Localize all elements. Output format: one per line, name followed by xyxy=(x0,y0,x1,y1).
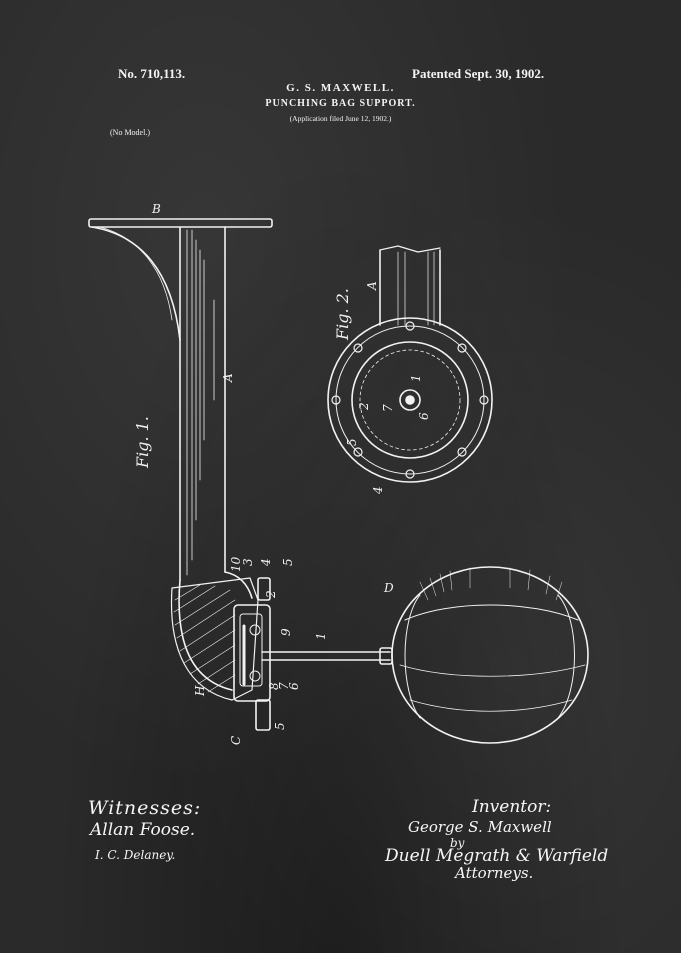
top-screw xyxy=(257,577,271,601)
ref-label: 1 xyxy=(314,632,328,640)
ref-label: 6 xyxy=(287,682,301,690)
flange-inner xyxy=(335,325,485,475)
ref-label: 2 xyxy=(357,402,371,411)
joint-ring-top xyxy=(249,624,261,636)
witness-signature-1: Allan Foose. xyxy=(90,820,196,840)
ref-label: 9 xyxy=(279,628,293,636)
application-date: (Application filed June 12, 1902.) xyxy=(289,114,392,123)
ref-label: 1 xyxy=(409,374,423,382)
ref-label: 6 xyxy=(417,412,431,420)
inventor-label: Inventor: xyxy=(472,797,552,817)
plate-rim xyxy=(351,341,469,459)
figure-1: B A 10 3 4 2 5 9 1 8 7 6 5 H C D Fig. 1. xyxy=(88,202,589,745)
bearing-inner xyxy=(239,613,263,687)
center-bolt xyxy=(405,395,415,405)
patent-title: PUNCHING BAG SUPPORT. xyxy=(265,98,416,109)
ref-label: A xyxy=(365,281,379,291)
ceiling-plate xyxy=(88,218,273,228)
ref-label: 8 xyxy=(267,682,281,690)
ref-label: 7 xyxy=(381,404,395,412)
fig2-caption: Fig. 2. xyxy=(333,288,352,341)
bearing-housing xyxy=(233,604,271,702)
ref-label: 10 xyxy=(229,556,243,572)
witness-signature-2: I. C. Delaney. xyxy=(95,848,176,862)
ref-label: B xyxy=(151,202,161,216)
plate-dashed xyxy=(359,349,461,451)
fig2-labels: A 1 2 7 6 5 4 Fig. 2. xyxy=(333,281,431,495)
fig1-caption: Fig. 1. xyxy=(133,416,152,469)
ref-label: 7 xyxy=(277,682,291,690)
witnesses-label: Witnesses: xyxy=(88,797,202,819)
by-word: by xyxy=(450,836,465,850)
ref-label: 2 xyxy=(264,590,278,599)
ref-label: 3 xyxy=(241,558,255,566)
elbow-section xyxy=(170,577,259,701)
flange-outer xyxy=(327,317,493,483)
attorneys-label: Attorneys. xyxy=(455,864,534,882)
fig1-labels: B A 10 3 4 2 5 9 1 8 7 6 5 H C D Fig. 1. xyxy=(133,202,394,745)
ref-label: 5 xyxy=(345,438,359,446)
shaft-collar xyxy=(379,647,393,665)
center-hub xyxy=(399,389,421,411)
bracket-curve-inner xyxy=(99,226,173,321)
tube-shading xyxy=(186,229,215,576)
ref-label: C xyxy=(229,736,243,745)
ref-label: H xyxy=(193,685,207,697)
ref-label: 5 xyxy=(281,558,295,566)
model-note: (No Model.) xyxy=(110,128,150,137)
inventor-caps: G. S. MAXWELL. xyxy=(286,82,395,94)
punching-bag xyxy=(391,566,589,744)
joint-ring-bottom xyxy=(249,670,261,682)
elbow-outer xyxy=(178,579,233,691)
ref-label: A xyxy=(221,373,235,383)
bottom-screw xyxy=(255,699,271,731)
inventor-signature: George S. Maxwell xyxy=(408,818,552,836)
elbow-hatching xyxy=(173,584,236,693)
patent-number: No. 710,113. xyxy=(118,66,186,81)
ref-label: D xyxy=(383,581,394,595)
attorney-signature: Duell Megrath & Warfield xyxy=(385,846,609,866)
bracket-curve xyxy=(91,226,181,341)
patent-date: Patented Sept. 30, 1902. xyxy=(412,66,545,81)
ref-label: 4 xyxy=(259,558,273,567)
ref-label: 4 xyxy=(371,486,385,495)
ref-label: 5 xyxy=(273,722,287,730)
flange-bolts xyxy=(331,321,489,479)
figure-2: A 1 2 7 6 5 4 Fig. 2. xyxy=(327,245,493,495)
elbow-top xyxy=(224,571,253,599)
